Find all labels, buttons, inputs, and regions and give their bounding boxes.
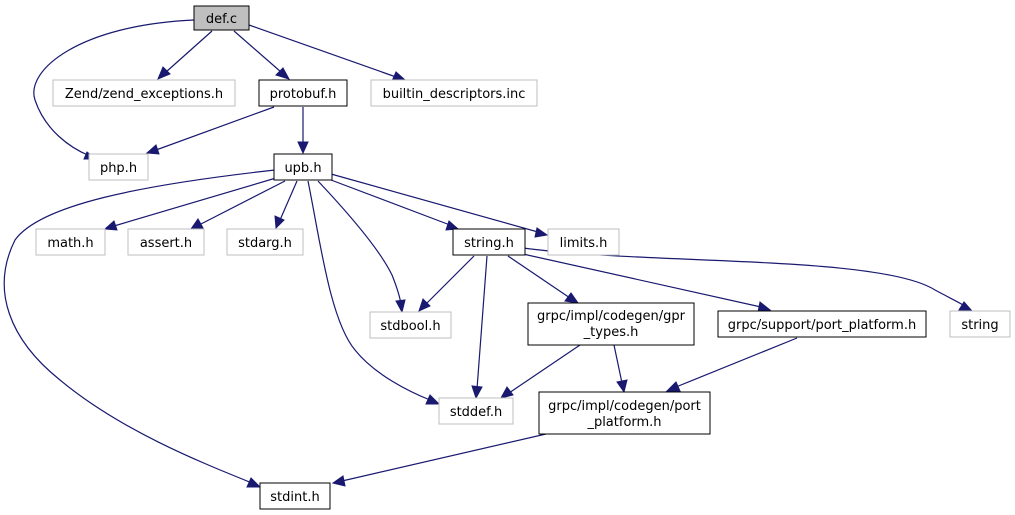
edge-def-c-to-zend-exceptions [165, 30, 213, 73]
node-label: grpc/impl/codegen/port [548, 399, 701, 414]
node-label: stddef.h [450, 405, 502, 420]
edge-upb-h-to-stdbool-h [317, 180, 402, 305]
edge-upb-h-to-math-h [113, 177, 277, 227]
node-label: upb.h [284, 161, 321, 176]
node-label: def.c [206, 12, 237, 27]
arrowhead [157, 66, 171, 80]
edge-upb-h-to-limits-h [330, 173, 539, 233]
node-stddef-h[interactable]: stddef.h [438, 397, 514, 425]
node-label: builtin_descriptors.inc [383, 87, 526, 102]
arrowhead [189, 218, 204, 230]
arrowhead [145, 144, 160, 155]
edge-upb-h-to-stddef-h [307, 180, 431, 401]
node-zend-exceptions[interactable]: Zend/zend_exceptions.h [52, 79, 236, 107]
edge-support-port-platform-to-codegen-port-platform [675, 337, 798, 388]
edge-string-h-to-support-port-platform [522, 253, 762, 308]
arrowhead [395, 299, 406, 314]
arrowhead [534, 227, 549, 238]
arrowhead [471, 385, 483, 400]
node-label: grpc/support/port_platform.h [728, 318, 916, 333]
node-upb-h[interactable]: upb.h [273, 153, 333, 181]
arrowhead [103, 220, 118, 231]
edge-def-c-to-builtin-descriptors [248, 24, 397, 78]
edge-gpr-types-h-to-codegen-port-platform [613, 344, 623, 384]
edge-upb-h-to-stdint-h [3, 169, 276, 484]
arrowhead [275, 67, 291, 80]
edge-string-h-to-string [522, 247, 966, 307]
node-builtin-descriptors[interactable]: builtin_descriptors.inc [370, 79, 538, 107]
edge-string-h-to-gpr-types-h [507, 255, 571, 299]
arrowhead [331, 475, 346, 487]
node-label: _types.h [583, 325, 639, 340]
node-label: stdarg.h [238, 236, 292, 251]
node-label: php.h [100, 161, 137, 176]
node-stdint-h[interactable]: stdint.h [259, 482, 331, 510]
edge-string-h-to-stddef-h [476, 255, 488, 390]
edge-upb-h-to-stdarg-h [279, 180, 298, 221]
edge-string-h-to-stdbool-h [425, 255, 475, 305]
node-php-h[interactable]: php.h [88, 153, 149, 181]
edge-protobuf-h-to-php-h [155, 106, 275, 151]
arrowhead [564, 292, 580, 304]
node-label: _platform.h [586, 415, 661, 430]
edge-def-c-to-protobuf-h [233, 30, 282, 73]
node-label: limits.h [560, 236, 608, 251]
node-protobuf-h[interactable]: protobuf.h [258, 79, 348, 107]
node-codegen-port-platform[interactable]: grpc/impl/codegen/port _platform.h [538, 391, 711, 435]
node-limits-h[interactable]: limits.h [547, 228, 620, 256]
arrowhead [297, 141, 309, 155]
node-label: assert.h [140, 236, 192, 251]
node-assert-h[interactable]: assert.h [127, 228, 205, 256]
arrowhead [425, 394, 441, 405]
nodes: def.c Zend/zend_exceptions.h protobuf.h … [35, 5, 1011, 510]
node-label: string.h [464, 236, 514, 251]
node-stdarg-h[interactable]: stdarg.h [226, 228, 304, 256]
arrowhead [500, 386, 514, 399]
node-label: Zend/zend_exceptions.h [65, 87, 223, 102]
node-string[interactable]: string [949, 310, 1011, 338]
node-label: protobuf.h [270, 87, 337, 102]
node-label: grpc/impl/codegen/gpr [537, 309, 686, 324]
arrowhead [274, 215, 285, 230]
edge-upb-h-to-string-h [330, 179, 451, 226]
arrowhead [616, 379, 628, 394]
edge-gpr-types-h-to-stddef-h [508, 344, 581, 394]
edge-upb-h-to-assert-h [198, 180, 286, 226]
arrowhead [418, 298, 431, 312]
node-label: math.h [47, 236, 93, 251]
node-def-c[interactable]: def.c [193, 5, 250, 31]
node-label: string [961, 318, 998, 333]
node-gpr-types-h[interactable]: grpc/impl/codegen/gpr _types.h [527, 302, 695, 346]
edges [3, 19, 974, 488]
node-label: stdbool.h [380, 319, 440, 334]
node-support-port-platform[interactable]: grpc/support/port_platform.h [717, 310, 927, 338]
edge-def-c-to-php-h [33, 19, 195, 157]
arrowhead [445, 220, 460, 231]
arrowhead [665, 381, 681, 392]
edge-codegen-port-platform-to-stdint-h [341, 433, 547, 482]
node-math-h[interactable]: math.h [35, 228, 106, 256]
node-stdbool-h[interactable]: stdbool.h [369, 311, 452, 339]
node-label: stdint.h [270, 490, 319, 505]
node-string-h[interactable]: string.h [452, 228, 526, 256]
arrowhead [246, 477, 262, 488]
